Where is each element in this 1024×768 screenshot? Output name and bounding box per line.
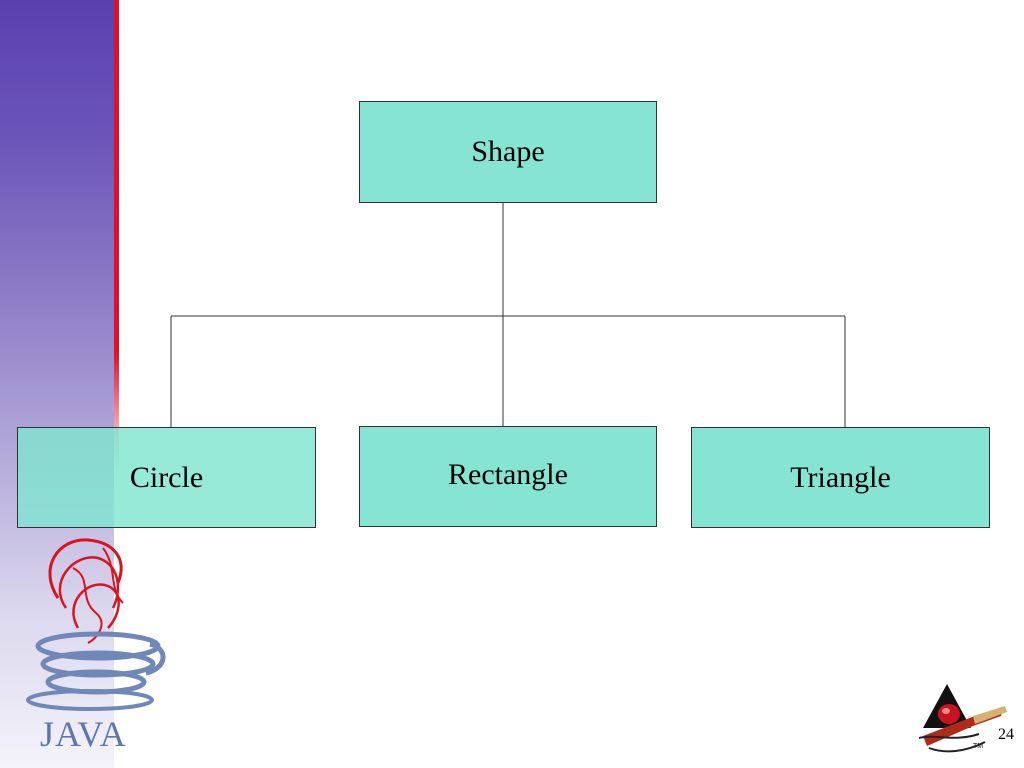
node-shape-label: Shape (471, 135, 545, 168)
duke-mascot-icon: TM (918, 684, 1007, 753)
node-triangle: Triangle (691, 427, 990, 528)
node-circle: Circle (17, 427, 316, 528)
node-shape: Shape (359, 101, 657, 203)
java-wordmark: JAVA (40, 714, 127, 754)
java-coffee-cup-icon: JAVA (26, 538, 166, 754)
node-rectangle: Rectangle (359, 426, 657, 527)
svg-text:TM: TM (973, 743, 983, 750)
node-rectangle-label: Rectangle (448, 457, 568, 491)
node-triangle-label: Triangle (790, 460, 891, 494)
node-circle-label: Circle (129, 460, 204, 494)
slide-number: 24 (998, 726, 1014, 743)
sidebar-accent-bar (114, 0, 119, 470)
sidebar-gradient (0, 0, 114, 768)
